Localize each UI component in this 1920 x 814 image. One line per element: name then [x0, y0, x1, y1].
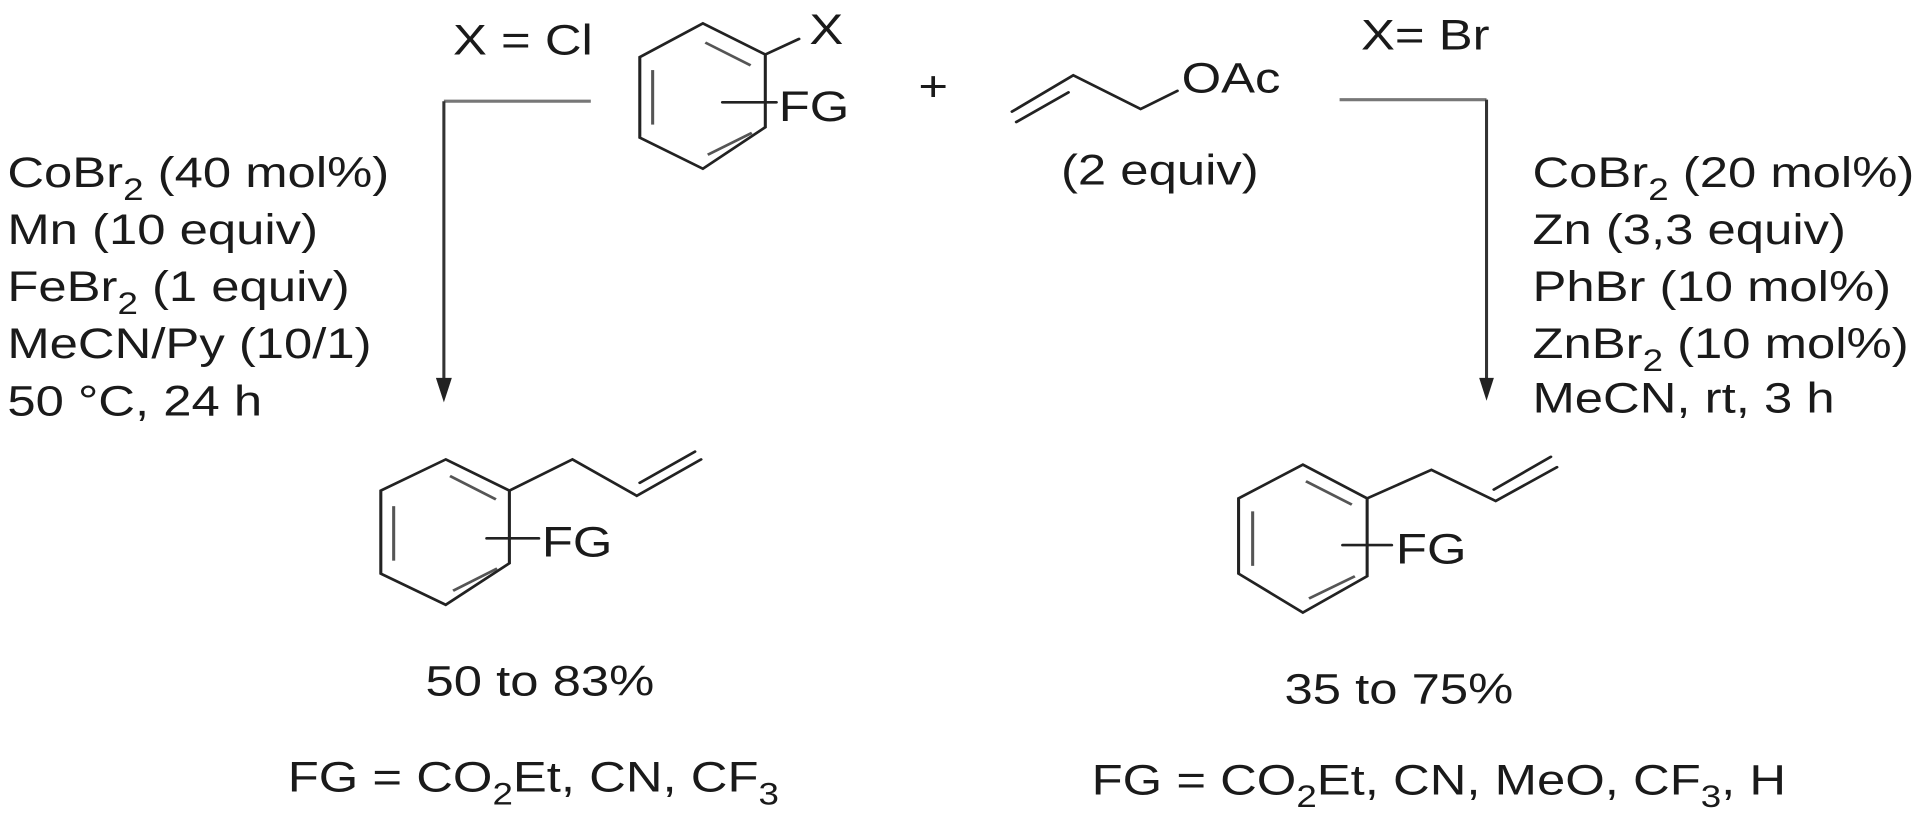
condition-line: MeCN, rt, 3 h — [1532, 373, 1834, 421]
condition-line: ZnBr2 (10 mol%) — [1532, 319, 1908, 379]
right-product: FG — [1237, 455, 1559, 615]
double-bond-line — [1308, 575, 1356, 600]
condition-line: MeCN/Py (10/1) — [7, 319, 371, 367]
right-arrow-head — [1479, 377, 1494, 401]
left-conditions: CoBr2 (40 mol%)Mn (10 equiv) FeBr2 (1 equ… — [7, 148, 389, 425]
double-bond-line — [638, 450, 697, 485]
allyl-chain — [507, 457, 703, 498]
plus-sign: + — [918, 62, 948, 110]
double-bond-line — [449, 474, 497, 501]
allyl-acetate-reactant: OAc (2 equiv) — [1010, 53, 1281, 193]
halide-label: X — [809, 5, 843, 53]
fg-label: FG — [779, 82, 850, 130]
double-bond-line — [704, 41, 752, 67]
aryl-halide-reactant: X FG — [638, 5, 850, 171]
allyl-chain — [1010, 73, 1179, 113]
condition-line: PhBr (10 mol%) — [1532, 262, 1891, 310]
left-arrow-head — [435, 377, 452, 403]
benzene-ring — [1237, 463, 1369, 615]
condition-line: 50 °C, 24 h — [7, 376, 262, 424]
left-route: X = Cl CoBr2 (40 mol%)Mn (10 equiv) FeBr2… — [7, 15, 779, 812]
double-bond-line — [1305, 480, 1353, 506]
benzene-ring — [379, 457, 511, 607]
right-route-label: X= Br — [1361, 10, 1490, 58]
left-route-label: X = Cl — [453, 15, 593, 63]
double-bond-line — [1492, 455, 1553, 491]
acetate-label: OAc — [1182, 53, 1281, 101]
right-conditions: CoBr2 (20 mol%)Zn (3,3 equiv) PhBr (10 mo… — [1532, 148, 1914, 422]
right-fg-scope: FG = CO2Et, CN, MeO, CF3, H — [1092, 755, 1786, 814]
condition-line: FeBr2 (1 equiv) — [7, 262, 349, 322]
right-route: X= Br CoBr2 (20 mol%)Zn (3,3 equiv) PhBr … — [1092, 10, 1915, 814]
left-yield: 50 to 83% — [426, 656, 655, 704]
right-yield: 35 to 75% — [1284, 664, 1513, 712]
benzene-ring — [638, 21, 767, 171]
x-bond — [763, 37, 801, 56]
left-product: FG — [379, 450, 703, 607]
double-bond-line — [452, 567, 498, 592]
left-fg-scope: FG = CO2Et, CN, CF3 — [288, 752, 779, 812]
condition-line: CoBr2 (40 mol%) — [7, 148, 389, 208]
double-bond-line — [706, 131, 753, 156]
condition-line: Mn (10 equiv) — [7, 205, 318, 253]
double-bond-line — [1014, 91, 1070, 124]
fg-label: FG — [542, 517, 613, 565]
fg-label: FG — [1396, 524, 1467, 572]
condition-line: Zn (3,3 equiv) — [1532, 205, 1846, 253]
allyl-chain — [1365, 465, 1559, 503]
equiv-label: (2 equiv) — [1061, 145, 1259, 193]
condition-line: CoBr2 (20 mol%) — [1532, 148, 1914, 208]
